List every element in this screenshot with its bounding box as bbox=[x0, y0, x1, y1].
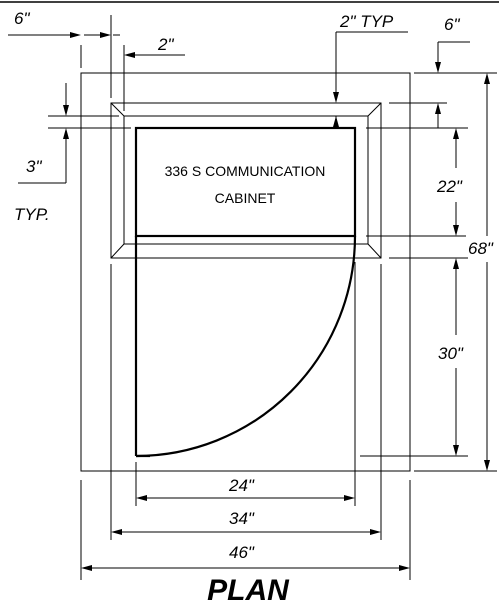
dim-label-24in: 24" bbox=[228, 476, 255, 495]
arrowhead bbox=[453, 258, 459, 269]
arrowhead bbox=[111, 529, 122, 535]
arrowhead bbox=[344, 495, 355, 501]
dim-label-34in: 34" bbox=[229, 509, 255, 528]
arrowhead bbox=[399, 565, 410, 571]
arrowhead bbox=[333, 116, 339, 127]
frame-corner-bl bbox=[110, 243, 125, 259]
arrowhead bbox=[453, 128, 459, 139]
frame-corner-tr bbox=[367, 102, 382, 117]
plan-title: PLAN bbox=[207, 574, 290, 606]
dim-label-6in: 6" bbox=[14, 9, 30, 28]
dim-label-3in: 3" bbox=[26, 157, 42, 176]
arrowhead bbox=[63, 105, 69, 116]
dim-label-2in: 2" bbox=[157, 35, 174, 54]
frame-corner-tl bbox=[110, 102, 125, 117]
arrowhead bbox=[124, 52, 135, 58]
arrowhead bbox=[63, 128, 69, 139]
arrowhead bbox=[453, 445, 459, 456]
arrowhead bbox=[81, 565, 92, 571]
cabinet-label-line2: CABINET bbox=[215, 190, 276, 206]
dim-label-46in: 46" bbox=[229, 543, 255, 562]
dim-label-2in-typ: 2" TYP bbox=[339, 12, 394, 31]
dim-label-typ: TYP. bbox=[14, 205, 50, 224]
arrowhead bbox=[435, 62, 441, 73]
arrowhead bbox=[484, 460, 490, 471]
arrowhead bbox=[100, 32, 111, 38]
frame-inner-outline bbox=[123, 115, 369, 245]
arrowhead bbox=[70, 32, 81, 38]
frame-outer-outline bbox=[110, 102, 382, 259]
arrowhead bbox=[453, 225, 459, 236]
dim-label-68in: 68" bbox=[468, 239, 494, 258]
cabinet-label-line1: 336 S COMMUNICATION bbox=[165, 163, 326, 179]
arrowhead bbox=[136, 495, 147, 501]
arrowhead bbox=[435, 103, 441, 114]
dim-label-6in-right: 6" bbox=[444, 15, 460, 34]
dim-label-22in: 22" bbox=[436, 177, 463, 196]
arrowhead bbox=[333, 92, 339, 103]
frame-corner-br bbox=[367, 243, 382, 259]
dim-label-30in: 30" bbox=[438, 344, 464, 363]
arrowhead bbox=[370, 529, 381, 535]
cabinet-outline bbox=[134, 126, 357, 238]
arrowhead bbox=[484, 73, 490, 84]
concrete-pad-outline bbox=[80, 72, 411, 472]
door-swing-arc bbox=[135, 235, 357, 458]
